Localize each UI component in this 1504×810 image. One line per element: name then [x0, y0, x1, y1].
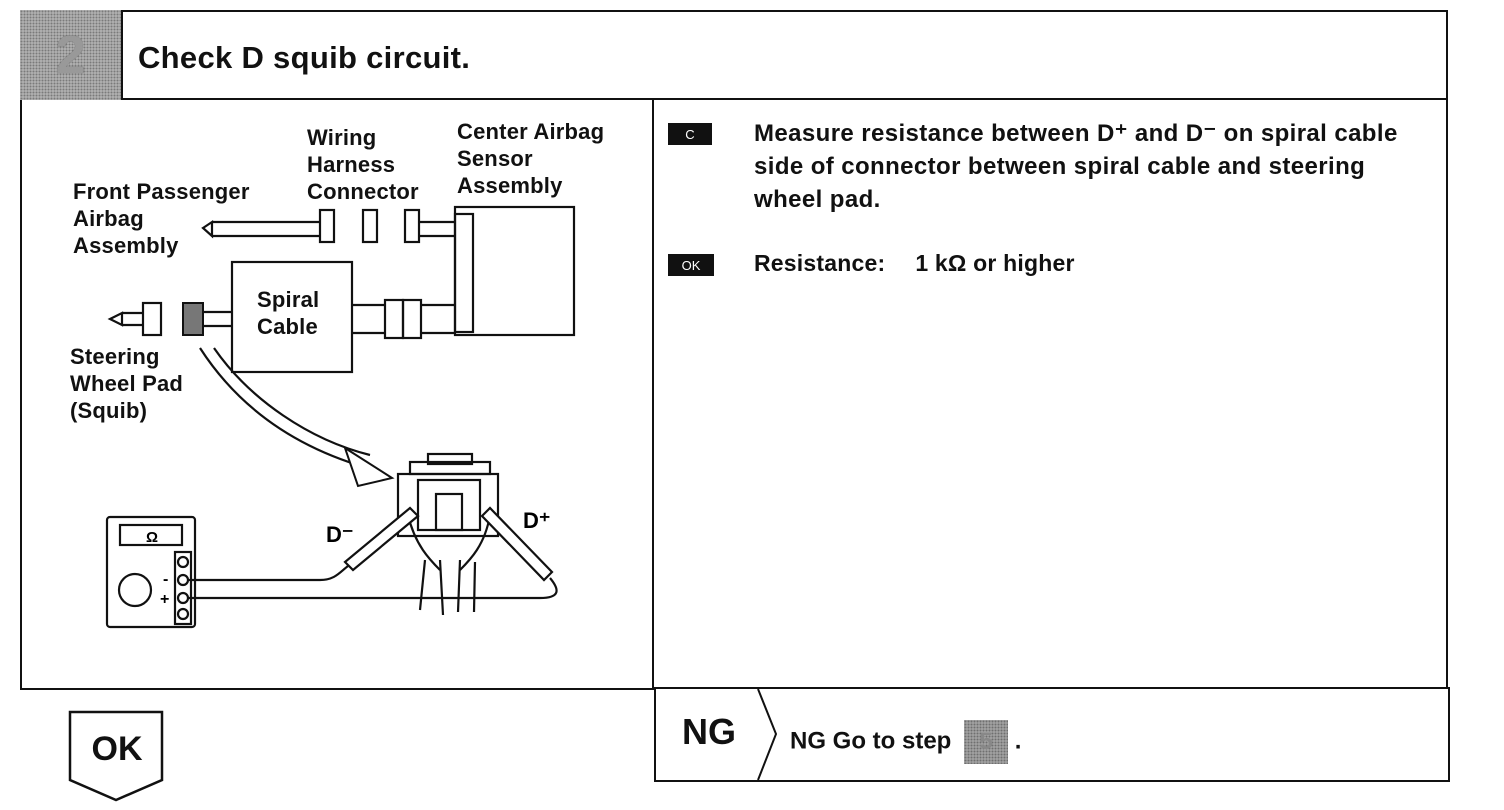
- squib-connector: [141, 301, 163, 337]
- pointer-curve-1: [199, 347, 376, 472]
- d-plus-label: D⁺: [523, 508, 551, 533]
- ok-tag: OK: [668, 254, 714, 276]
- step-title: Check D squib circuit.: [138, 40, 471, 75]
- measure-instruction: Measure resistance between D⁺ and D⁻ on …: [754, 120, 1398, 213]
- spiral-connector-b: [401, 298, 423, 340]
- ng-label: NG: [682, 711, 736, 752]
- ng-period: .: [1014, 727, 1022, 755]
- step-number-box: 2: [20, 10, 123, 100]
- probe-d-plus: [480, 506, 554, 582]
- resistance-spec: Resistance: 1 kΩ or higher: [754, 250, 1075, 277]
- harness-connector-3: [403, 208, 421, 244]
- resistance-value: 1 kΩ or higher: [915, 250, 1075, 276]
- pointer-curve-2: [213, 347, 371, 457]
- pointer-arrowhead: [343, 445, 395, 488]
- ng-text: NG Go to step: [790, 727, 952, 755]
- harness-connector-1: [318, 208, 336, 244]
- harness-connector-2: [361, 208, 379, 244]
- wiring-harness-label: Wiring Harness Connector: [307, 125, 419, 204]
- ng-instruction[interactable]: NG Go to step 5 .: [790, 720, 1021, 764]
- meter-plus: +: [160, 591, 169, 608]
- sensor-connector-strip: [453, 212, 475, 334]
- multimeter: [105, 515, 558, 629]
- d-minus-label: D⁻: [326, 522, 354, 547]
- spiral-cable-label: Spiral Cable: [257, 287, 320, 339]
- check-tag: C: [668, 123, 712, 145]
- front-airbag-plug: [201, 219, 214, 239]
- front-passenger-airbag-label: Front Passenger Airbag Assembly: [73, 179, 250, 258]
- diagram-panel: [20, 100, 654, 690]
- ohm-symbol: Ω: [146, 529, 158, 546]
- meter-minus: -: [163, 571, 168, 588]
- probe-d-minus: [343, 506, 420, 572]
- connector-closeup: [396, 452, 500, 616]
- center-airbag-label: Center Airbag Sensor Assembly: [457, 119, 605, 198]
- spiral-connector-a: [383, 298, 405, 340]
- spiral-cable-box: [230, 260, 354, 374]
- ng-result-box: [654, 687, 1450, 782]
- ok-arrow-box: [68, 710, 164, 802]
- step-reference-box[interactable]: 5: [964, 720, 1009, 764]
- step-number: 2: [55, 25, 86, 85]
- resistance-label: Resistance:: [754, 250, 886, 276]
- squib-connector-shaded: [182, 302, 204, 336]
- instruction-panel: [654, 100, 1448, 688]
- ok-label[interactable]: OK: [91, 730, 143, 768]
- steering-wheel-pad-label: Steering Wheel Pad (Squib): [70, 344, 184, 423]
- ng-chevron: [757, 688, 778, 781]
